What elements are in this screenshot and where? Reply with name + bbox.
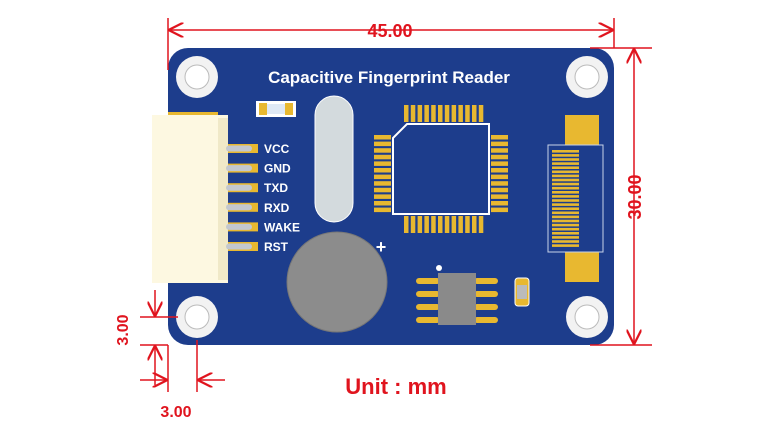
height-dimension: 30.00 xyxy=(625,174,645,219)
pin-txd: TXD xyxy=(226,181,288,195)
pin-wake: WAKE xyxy=(226,220,300,234)
pin-label: RXD xyxy=(264,201,290,215)
battery-plus-marking: + xyxy=(376,237,387,257)
header-connector xyxy=(152,112,228,283)
mcu-chip xyxy=(374,105,508,233)
unit-label: Unit : mm xyxy=(345,374,446,399)
pin-gnd: GND xyxy=(226,162,291,176)
mounting-holes xyxy=(176,56,608,338)
pin-rxd: RXD xyxy=(226,201,290,215)
pin-label: WAKE xyxy=(264,220,300,234)
hole-offset-y-dimension: 3.00 xyxy=(115,314,132,345)
width-dimension: 45.00 xyxy=(367,21,412,41)
pin-label: VCC xyxy=(264,142,290,156)
coin-battery xyxy=(286,231,388,333)
dimension-lines xyxy=(140,18,652,392)
crystal-oscillator xyxy=(314,95,354,223)
soic-chip xyxy=(416,265,498,325)
pin-rst: RST xyxy=(226,240,289,254)
pin-label: GND xyxy=(264,162,291,176)
pin-label: RST xyxy=(264,240,289,254)
smd-capacitor xyxy=(514,277,530,307)
pin-list: VCC GND TXD RXD WAKE RST xyxy=(226,142,300,254)
hole-offset-x-dimension: 3.00 xyxy=(160,404,191,421)
board-title: Capacitive Fingerprint Reader xyxy=(268,68,510,87)
smd-led xyxy=(256,101,296,117)
pin-label: TXD xyxy=(264,181,288,195)
pin-vcc: VCC xyxy=(226,142,290,156)
fpc-connector xyxy=(547,115,604,282)
